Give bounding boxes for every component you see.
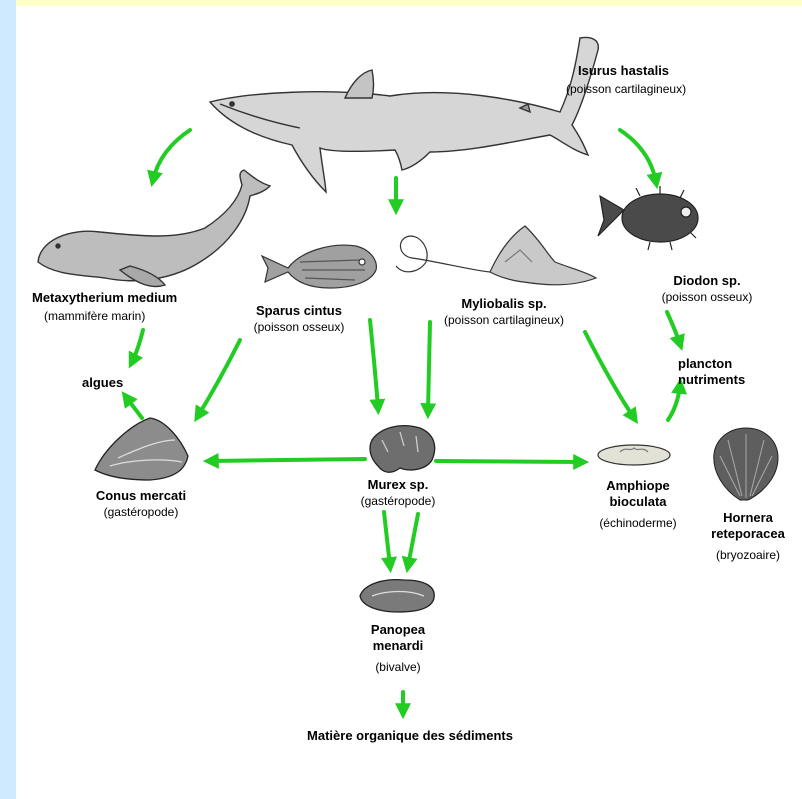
arrow-shark-to-sirenian [153,130,190,180]
myliobatis-name: Myliobalis sp. [444,296,564,312]
amphiope-group: (échinoderme) [599,515,676,531]
arrow-amphiope-to-plancton [668,385,680,420]
murex-name: Murex sp. [361,477,436,493]
myliobatis-group: (poisson cartilagineux) [444,312,564,328]
conus-group: (gastéropode) [96,504,186,520]
amphiope-name-2: bioculata [599,494,676,510]
diodon-name: Diodon sp. [662,273,753,289]
sparus-label: Sparus cintus (poisson osseux) [254,303,345,335]
arrow-ray-to-murex [428,322,430,412]
isurus-name: Isurus hastalis [578,63,669,79]
panopea-name-1: Panopea [371,622,425,638]
isurus-group-label: (poisson cartilagineux) [566,81,686,97]
conus-label: Conus mercati (gastéropode) [96,488,186,520]
amphiope-illustration [598,445,670,465]
metaxytherium-name: Metaxytherium medium [32,290,177,306]
amphiope-label: Amphiope bioculata (échinoderme) [599,478,676,531]
arrow-conus-to-algues [126,397,142,418]
panopea-group: (bivalve) [371,659,425,675]
panopea-label: Panopea menardi (bivalve) [371,622,425,675]
hornera-name-2: reteporacea [711,526,785,542]
pufferfish-illustration [598,186,698,250]
conus-shell-illustration [95,418,188,480]
nutriments-text: nutriments [678,372,745,388]
amphiope-name-1: Amphiope [599,478,676,494]
arrow-murex-to-amphiope [436,461,582,462]
hornera-name-1: Hornera [711,510,785,526]
ray-illustration [396,226,596,285]
arrow-murex-to-conus [210,459,365,461]
sparus-fish-illustration [262,245,376,288]
conus-name: Conus mercati [96,488,186,504]
hornera-illustration [714,428,778,500]
sirenian-illustration [38,170,270,287]
plancton-text: plancton [678,356,745,372]
hornera-group: (bryozoaire) [711,547,785,563]
plancton-nutriments-label: plancton nutriments [678,356,745,388]
arrow-sparus-to-murex [370,320,378,408]
arrow-sparus-to-conus [198,340,240,416]
isurus-group: (poisson cartilagineux) [566,81,686,97]
panopea-illustration [360,580,434,612]
sparus-name: Sparus cintus [254,303,345,319]
myliobatis-label: Myliobalis sp. (poisson cartilagineux) [444,296,564,328]
sediments-text: Matière organique des sédiments [307,728,513,744]
arrow-sirenian-to-algues [132,330,143,362]
arrow-pufferfish-to-plancton [667,312,680,344]
murex-shell-illustration [370,426,435,473]
arrow-ray-to-amphiope [585,332,634,418]
algues-label: algues [82,375,123,391]
murex-group: (gastéropode) [361,493,436,509]
sparus-group: (poisson osseux) [254,319,345,335]
metaxytherium-label: Metaxytherium medium [32,290,177,306]
diodon-group: (poisson osseux) [662,289,753,305]
algues-text: algues [82,375,123,391]
metaxytherium-group-label: (mammifère marin) [44,308,145,324]
isurus-label: Isurus hastalis [578,63,669,79]
murex-label: Murex sp. (gastéropode) [361,477,436,509]
arrow-shark-to-pufferfish [620,130,656,182]
sediments-label: Matière organique des sédiments [307,728,513,744]
panopea-name-2: menardi [371,638,425,654]
diodon-label: Diodon sp. (poisson osseux) [662,273,753,305]
arrow-murex-to-panopea-1 [384,512,390,566]
shark-illustration [210,38,598,193]
hornera-label: Hornera reteporacea (bryozoaire) [711,510,785,563]
arrow-murex-to-panopea-2 [408,514,418,566]
metaxytherium-group: (mammifère marin) [44,308,145,324]
